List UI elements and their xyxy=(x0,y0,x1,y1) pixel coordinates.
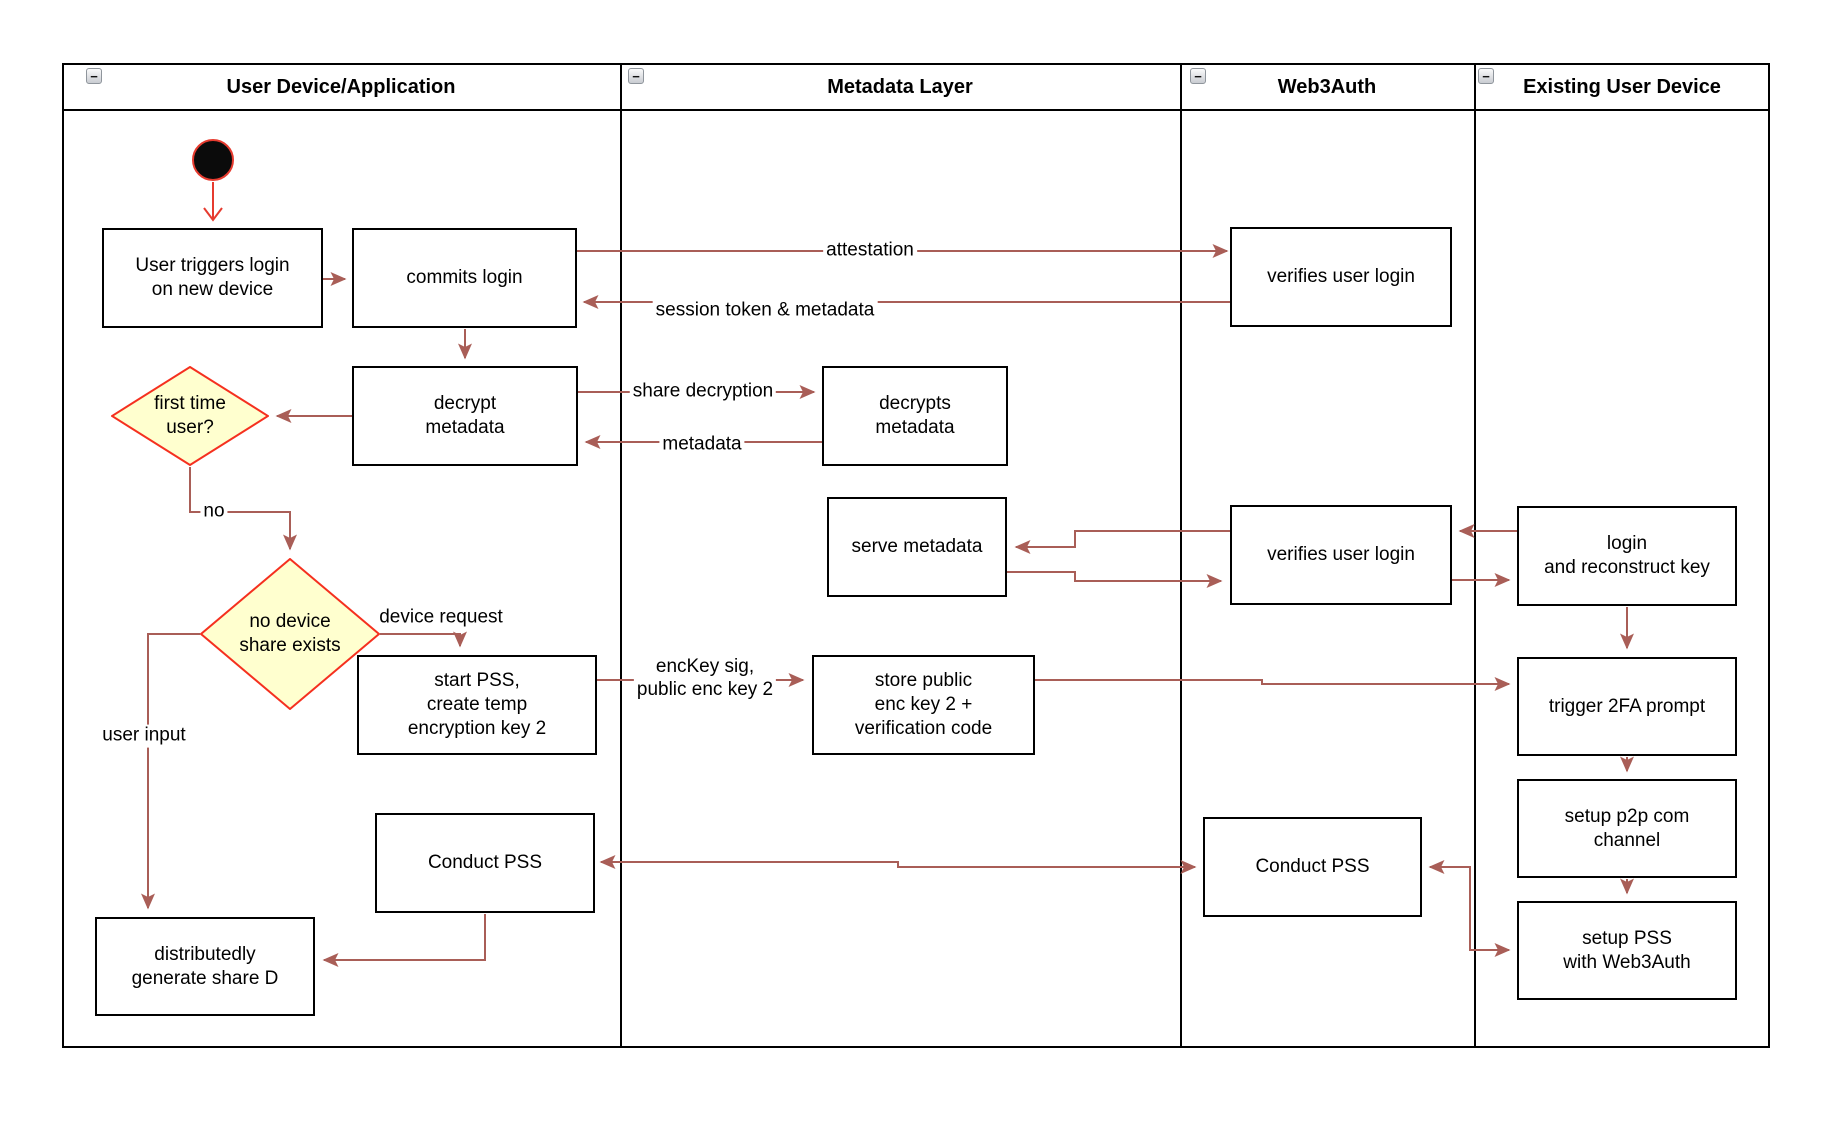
node-decrypts-metadata[interactable]: decrypts metadata xyxy=(822,366,1008,466)
lane-divider-2 xyxy=(1180,63,1182,1048)
collapse-icon[interactable]: − xyxy=(1478,68,1494,84)
edge-label-no: no xyxy=(200,500,228,524)
node-setup-p2p-channel[interactable]: setup p2p com channel xyxy=(1517,779,1737,878)
edge-label-session-token: session token & metadata xyxy=(652,299,878,323)
decision-first-time-user[interactable]: first time user? xyxy=(111,366,269,466)
node-conduct-pss-web3auth[interactable]: Conduct PSS xyxy=(1203,817,1422,917)
lane-header-user-device[interactable]: User Device/Application xyxy=(226,75,456,98)
node-trigger-2fa-prompt[interactable]: trigger 2FA prompt xyxy=(1517,657,1737,756)
node-verifies-user-login-top[interactable]: verifies user login xyxy=(1230,227,1452,327)
edge-label-device-request: device request xyxy=(379,606,503,628)
initial-state-node[interactable] xyxy=(192,139,234,181)
decision-label: no device share exists xyxy=(239,611,341,656)
edge-label-user-input: user input xyxy=(99,724,189,748)
lane-header-web3auth[interactable]: Web3Auth xyxy=(1277,75,1377,98)
node-distributedly-generate-share[interactable]: distributedly generate share D xyxy=(95,917,315,1016)
collapse-icon[interactable]: − xyxy=(628,68,644,84)
collapse-icon[interactable]: − xyxy=(1190,68,1206,84)
node-start-pss[interactable]: start PSS, create temp encryption key 2 xyxy=(357,655,597,755)
node-verifies-user-login-mid[interactable]: verifies user login xyxy=(1230,505,1452,605)
edge-label-share-decryption: share decryption xyxy=(629,380,777,404)
node-login-reconstruct-key[interactable]: login and reconstruct key xyxy=(1517,506,1737,606)
lane-header-existing-device[interactable]: Existing User Device xyxy=(1523,75,1721,98)
lane-header-separator xyxy=(62,109,1770,111)
node-setup-pss-web3auth[interactable]: setup PSS with Web3Auth xyxy=(1517,901,1737,1000)
node-store-public-enc-key[interactable]: store public enc key 2 + verification co… xyxy=(812,655,1035,755)
node-commits-login[interactable]: commits login xyxy=(352,228,577,328)
node-user-triggers-login[interactable]: User triggers login on new device xyxy=(102,228,323,328)
diamond-shape xyxy=(200,558,380,710)
decision-no-device-share[interactable]: no device share exists xyxy=(200,558,380,710)
decision-label: first time user? xyxy=(154,393,226,438)
node-decrypt-metadata[interactable]: decrypt metadata xyxy=(352,366,578,466)
diamond-shape xyxy=(111,366,269,466)
lane-header-metadata-layer[interactable]: Metadata Layer xyxy=(827,75,973,98)
edge-label-metadata: metadata xyxy=(659,433,745,457)
node-serve-metadata[interactable]: serve metadata xyxy=(827,497,1007,597)
lane-divider-1 xyxy=(620,63,622,1048)
edge-label-attestation: attestation xyxy=(823,239,917,263)
lane-divider-3 xyxy=(1474,63,1476,1048)
collapse-icon[interactable]: − xyxy=(86,68,102,84)
edge-label-enckey: encKey sig, public enc key 2 xyxy=(633,656,777,702)
node-conduct-pss-left[interactable]: Conduct PSS xyxy=(375,813,595,913)
